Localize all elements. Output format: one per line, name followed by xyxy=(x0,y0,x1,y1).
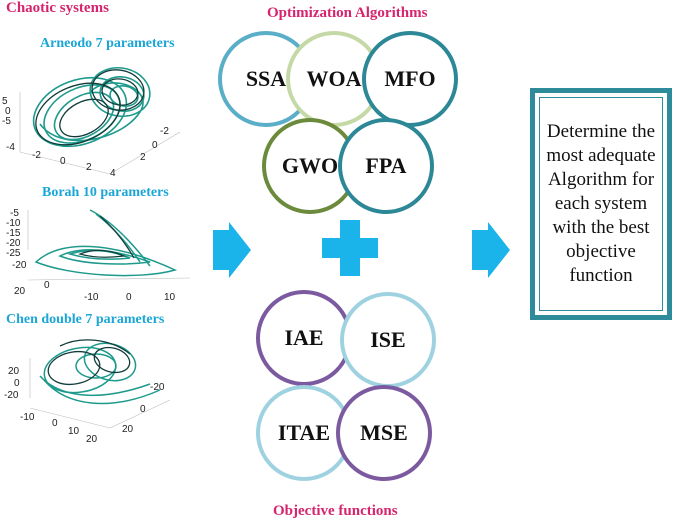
tick-label: -10 xyxy=(84,292,99,303)
tick-label: -15 xyxy=(6,228,21,239)
result-line: with the best xyxy=(552,217,650,238)
tick-label: 0 xyxy=(152,140,158,151)
tick-label: 0 xyxy=(14,378,20,389)
algorithm-circle-fpa: FPA xyxy=(338,118,434,214)
tick-label: 2 xyxy=(86,162,92,173)
algorithm-label: FPA xyxy=(365,153,407,178)
tick-label: 0 xyxy=(140,404,146,415)
tick-label: -20 xyxy=(4,390,19,401)
tick-label: 4 xyxy=(110,168,116,179)
tick-label: 20 xyxy=(122,424,134,435)
tick-label: 0 xyxy=(44,280,50,291)
algorithm-label: WOA xyxy=(306,66,362,91)
algorithm-label: GWO xyxy=(281,153,339,178)
right-arrow-icon xyxy=(472,222,510,278)
algorithm-label: SSA xyxy=(245,66,287,91)
tick-label: -5 xyxy=(2,116,11,127)
tick-label: -20 xyxy=(150,382,165,393)
result-line: function xyxy=(569,265,633,286)
tick-label: -20 xyxy=(12,260,27,271)
result-line: objective xyxy=(566,241,636,262)
tick-label: 0 xyxy=(5,106,11,117)
tick-label: 5 xyxy=(2,96,8,107)
objective-functions-title: Objective functions xyxy=(273,503,398,519)
result-box-inner-border xyxy=(539,97,663,311)
arneodo-axes xyxy=(19,92,181,175)
chen-trajectory-dark xyxy=(47,339,131,386)
chen-double-attractor-plot: 20 0 -20 -10 0 10 20 -20 0 20 xyxy=(4,339,171,445)
objective-circle-itae: ITAE xyxy=(256,385,352,481)
tick-label: 20 xyxy=(14,286,26,297)
system-label-chen-double: Chen double 7 parameters xyxy=(6,312,165,327)
optimization-algorithms-title: Optimization Algorithms xyxy=(267,5,428,21)
objective-label: ISE xyxy=(370,327,406,352)
tick-label: 10 xyxy=(68,426,80,437)
objective-circle-mse: MSE xyxy=(336,385,432,481)
objective-label: ITAE xyxy=(277,420,331,445)
tick-label: 20 xyxy=(86,434,98,445)
objective-label: IAE xyxy=(284,325,324,350)
objective-circle-ise: ISE xyxy=(340,292,436,388)
tick-label: 20 xyxy=(8,366,20,377)
chen-trajectory xyxy=(39,342,161,405)
borah-trajectory xyxy=(34,209,178,277)
plus-icon xyxy=(322,220,378,276)
result-line: most adequate xyxy=(546,145,656,166)
objective-label: MSE xyxy=(360,420,408,445)
system-label-arneodo: Arneodo 7 parameters xyxy=(40,36,175,51)
algorithm-label: MFO xyxy=(384,66,436,91)
tick-label: -2 xyxy=(32,150,41,161)
result-line: each system xyxy=(554,193,648,214)
tick-label: -25 xyxy=(6,248,21,259)
right-arrow-icon xyxy=(213,222,251,278)
tick-label: -10 xyxy=(6,218,21,229)
tick-label: -2 xyxy=(160,126,169,137)
result-text: Determine the most adequate Algorithm fo… xyxy=(540,120,661,288)
tick-label: -20 xyxy=(6,238,21,249)
tick-label: 0 xyxy=(60,156,66,167)
tick-label: 2 xyxy=(140,152,146,163)
algorithm-circle-mfo: MFO xyxy=(362,31,458,127)
arneodo-trajectory xyxy=(32,66,151,148)
borah-trajectory-dark xyxy=(78,215,135,259)
result-box: Determine the most adequate Algorithm fo… xyxy=(530,88,672,320)
objective-circle-iae: IAE xyxy=(256,290,352,386)
chen-axes xyxy=(29,358,171,429)
result-line: Algorithm for xyxy=(547,169,655,190)
result-line: Determine the xyxy=(546,121,656,142)
arneodo-trajectory-dark xyxy=(35,69,145,146)
borah-attractor-plot: -5 -10 -15 -20 -25 -20 20 0 -10 0 10 xyxy=(6,208,191,303)
tick-label: -4 xyxy=(6,142,15,153)
tick-label: 0 xyxy=(126,292,132,303)
borah-axes xyxy=(27,210,191,281)
tick-label: -5 xyxy=(10,208,19,219)
system-label-borah: Borah 10 parameters xyxy=(42,185,169,200)
tick-label: -10 xyxy=(20,412,35,423)
chaotic-systems-title: Chaotic systems xyxy=(6,0,109,16)
arneodo-attractor-plot: 5 0 -5 -4 -2 0 2 4 -2 0 2 xyxy=(2,66,181,179)
tick-label: 0 xyxy=(52,418,58,429)
tick-label: 10 xyxy=(164,292,176,303)
